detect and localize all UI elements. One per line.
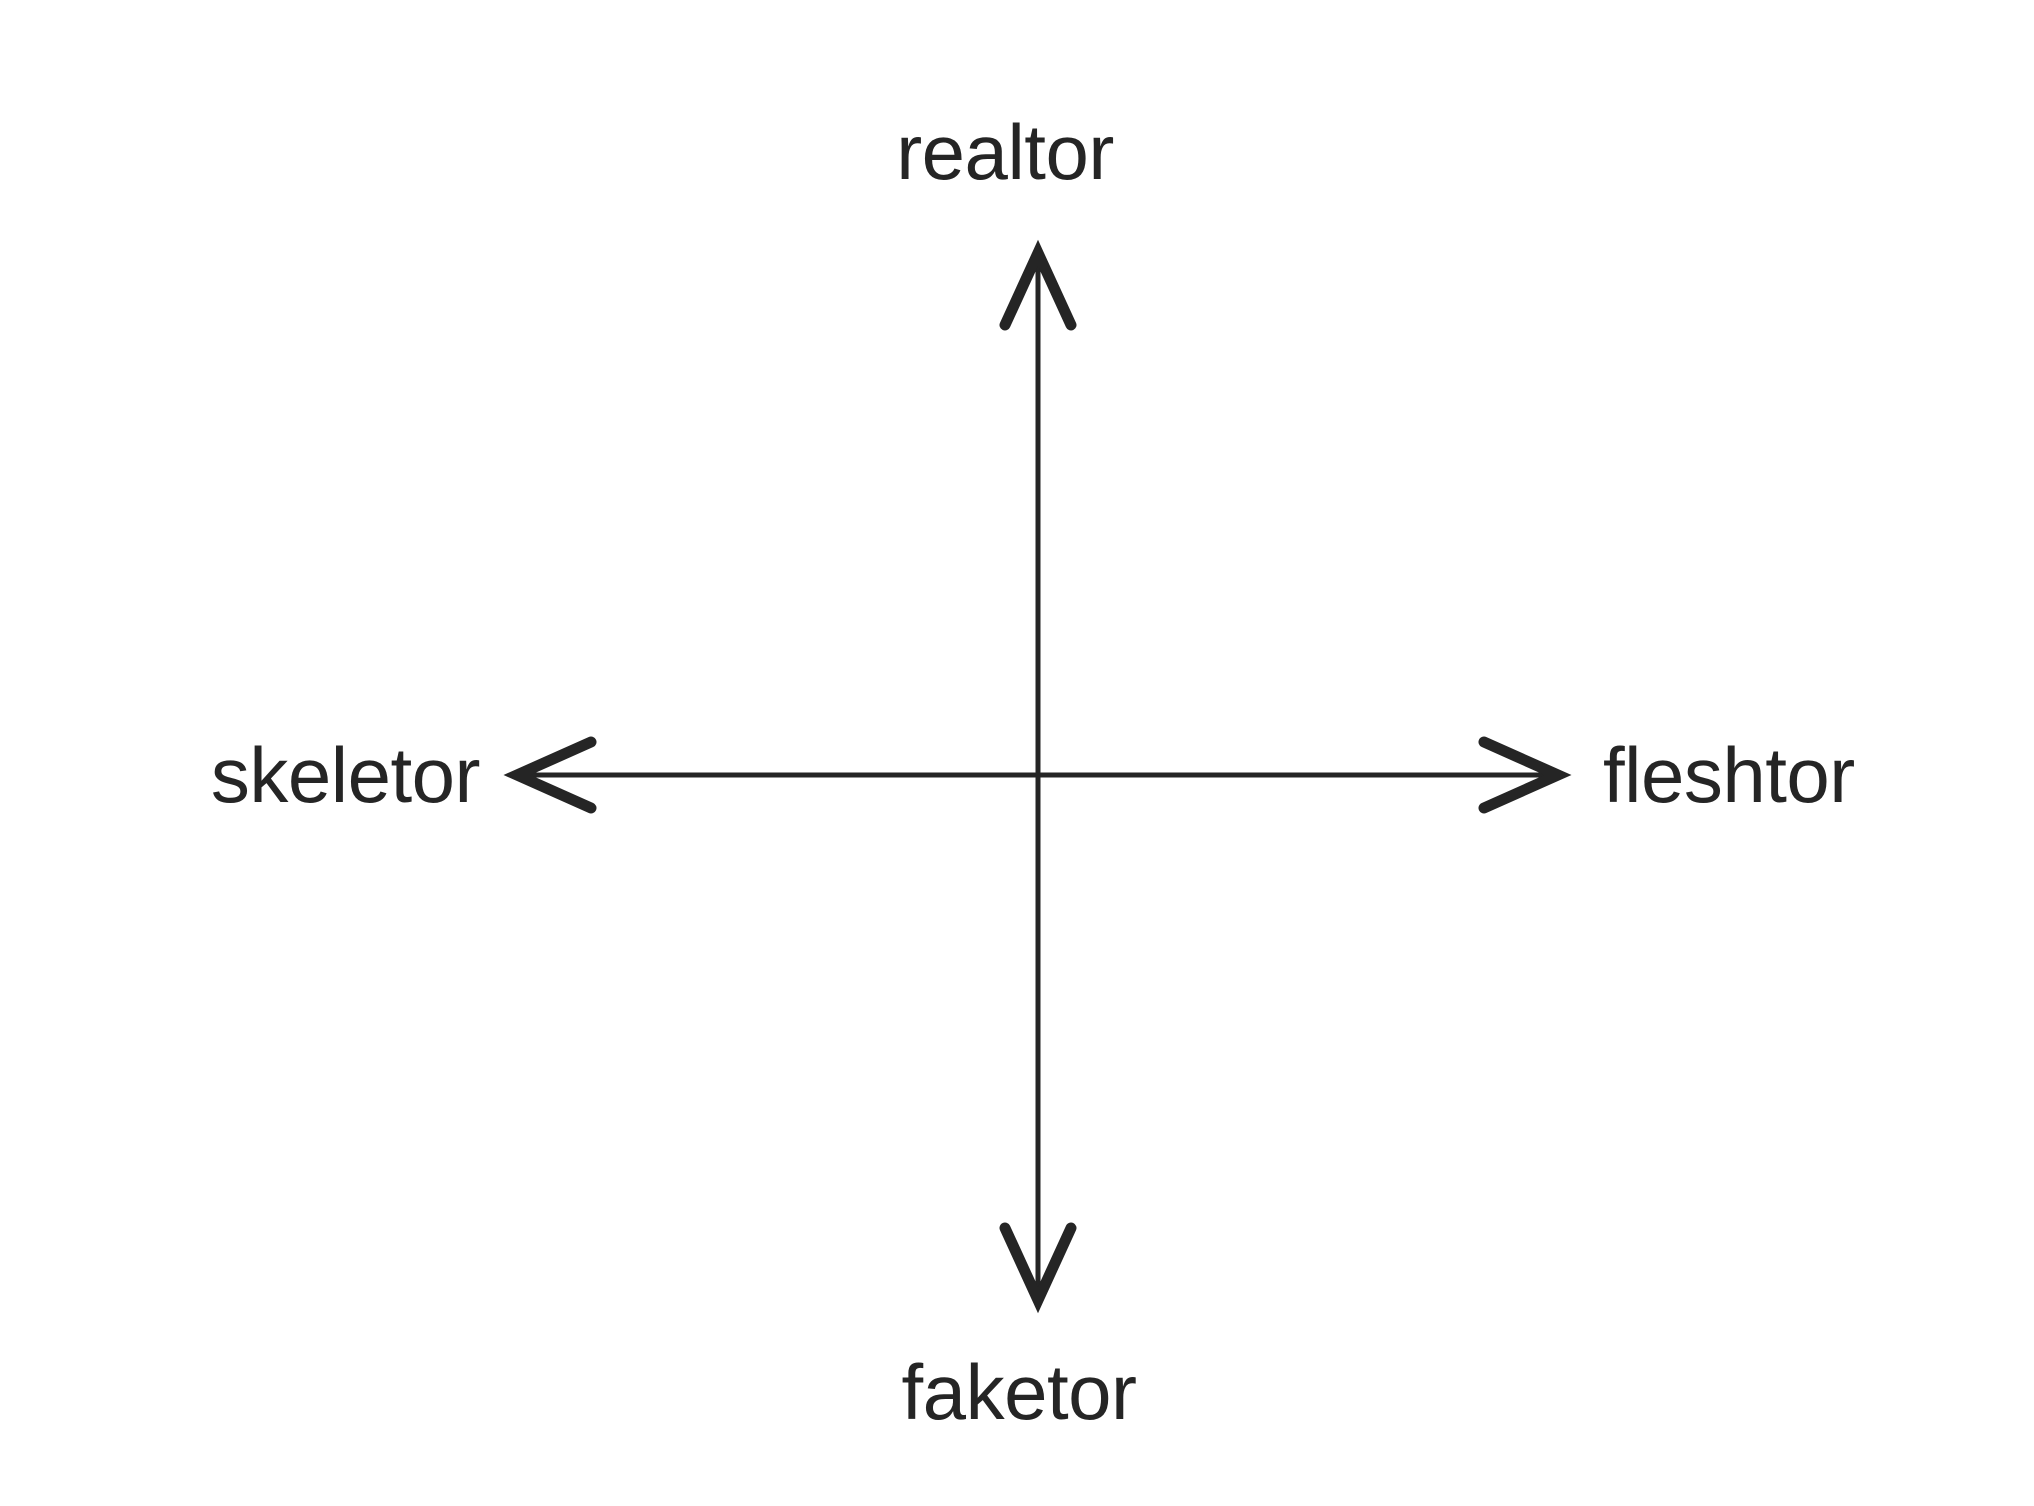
axis-label-bottom: faketor <box>901 1348 1137 1436</box>
arrow-left-icon <box>503 736 597 814</box>
axis-label-left: skeletor <box>210 731 481 819</box>
arrow-up-icon <box>999 239 1077 331</box>
axis-label-right: fleshtor <box>1603 731 1855 819</box>
axis-label-top: realtor <box>896 108 1114 196</box>
arrow-right-icon <box>1478 736 1572 814</box>
arrow-down-icon <box>999 1222 1077 1314</box>
